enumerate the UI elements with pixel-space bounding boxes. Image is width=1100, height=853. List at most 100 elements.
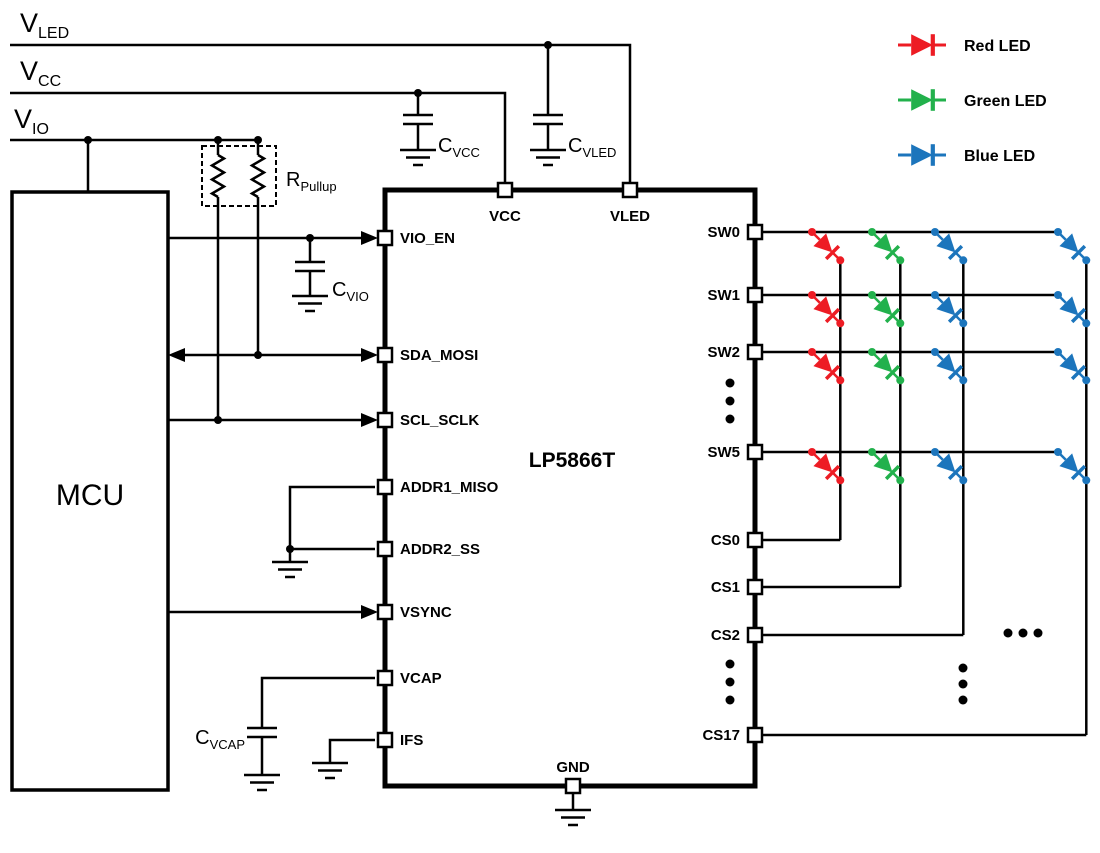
resistor-pullup-1 xyxy=(210,153,226,199)
pin-vled xyxy=(621,181,639,199)
arrow-vsync-icon xyxy=(361,605,378,619)
label-sw2: SW2 xyxy=(707,344,740,361)
pullup-network xyxy=(201,140,277,420)
led-matrix xyxy=(803,223,1096,705)
label-cs0: CS0 xyxy=(711,532,740,549)
legend-label-blue: Blue LED xyxy=(964,148,1035,165)
green-led-icon xyxy=(898,89,946,111)
chip-pin-squares xyxy=(376,181,764,795)
label-gnd: GND xyxy=(556,759,590,776)
cvled-ground-icon xyxy=(528,148,568,167)
label-cs1: CS1 xyxy=(711,579,740,596)
resistor-pullup-2 xyxy=(250,153,266,199)
arrow-sda-right-icon xyxy=(361,348,378,362)
led-green-r1 xyxy=(863,286,910,333)
led-green-r0 xyxy=(863,223,910,270)
led-blue2-r2 xyxy=(1049,343,1096,390)
led-blue-r0 xyxy=(926,223,973,270)
pin-sw1 xyxy=(746,286,764,304)
cvcc-label: CVCC xyxy=(438,135,480,160)
red-led-icon xyxy=(898,34,946,56)
pin-vcc xyxy=(496,181,514,199)
junction-dots xyxy=(84,41,552,553)
pin-addr2-ss xyxy=(376,540,394,558)
pin-cs2 xyxy=(746,626,764,644)
cvled-capacitor xyxy=(531,113,565,126)
led-blue2-r5 xyxy=(1049,443,1096,490)
blue-led-icon xyxy=(898,144,946,166)
pin-gnd xyxy=(564,777,582,795)
arrow-scl-icon xyxy=(361,413,378,427)
chip-left-pin-labels: VIO_EN SDA_MOSI SCL_SCLK ADDR1_MISO ADDR… xyxy=(400,230,499,749)
label-sw0: SW0 xyxy=(707,224,740,241)
wire-ifs xyxy=(328,738,375,763)
wire-vled xyxy=(10,43,632,183)
cvcap-ground-icon xyxy=(242,773,282,792)
pin-scl-sclk xyxy=(376,411,394,429)
chip-right-pin-labels: SW0 SW1 SW2 SW5 CS0 CS1 CS2 CS17 xyxy=(702,224,740,744)
chip-title: LP5866T xyxy=(529,449,616,472)
legend-label-green: Green LED xyxy=(964,93,1047,110)
led-blue-r5 xyxy=(926,443,973,490)
matrix-horizontal-ellipsis-icon xyxy=(1003,628,1043,638)
pin-cs1 xyxy=(746,578,764,596)
wire-addr xyxy=(288,485,375,562)
vcc-rail-label: VCC xyxy=(20,56,61,90)
cvled-label: CVLED xyxy=(568,135,616,160)
led-red-r5 xyxy=(803,443,850,490)
legend-label-red: Red LED xyxy=(964,38,1031,55)
chip-ground-icon xyxy=(553,808,593,827)
label-sw5: SW5 xyxy=(707,444,740,461)
component-labels: CVCC CVLED CVIO CVCAP RPullup xyxy=(195,135,616,752)
label-cs2: CS2 xyxy=(711,627,740,644)
label-ifs: IFS xyxy=(400,732,423,749)
legend-item-red: Red LED xyxy=(898,34,1031,56)
pin-vio-en xyxy=(376,229,394,247)
label-sda-mosi: SDA_MOSI xyxy=(400,347,478,364)
wire-vcc xyxy=(10,91,507,183)
vio-rail-label: VIO xyxy=(14,104,49,138)
pin-vcap xyxy=(376,669,394,687)
label-vcc: VCC xyxy=(489,208,521,225)
cvio-capacitor xyxy=(293,260,327,273)
mcu-label: MCU xyxy=(56,479,124,512)
led-matrix-wires xyxy=(762,230,1088,737)
rail-labels: VLED VCC VIO xyxy=(14,8,69,138)
pin-cs17 xyxy=(746,726,764,744)
cap-cvcc xyxy=(398,93,438,167)
led-red-r1 xyxy=(803,286,850,333)
ifs-ground-icon xyxy=(310,761,350,780)
led-blue-r1 xyxy=(926,286,973,333)
pin-sw2 xyxy=(746,343,764,361)
legend-item-blue: Blue LED xyxy=(898,144,1035,166)
pin-cs0 xyxy=(746,531,764,549)
wire-vcap xyxy=(260,676,375,775)
label-addr1-miso: ADDR1_MISO xyxy=(400,479,499,496)
pin-addr1-miso xyxy=(376,478,394,496)
cap-cvled xyxy=(528,45,568,167)
pin-ifs xyxy=(376,731,394,749)
label-addr2-ss: ADDR2_SS xyxy=(400,541,480,558)
led-blue2-r0 xyxy=(1049,223,1096,270)
led-red-r0 xyxy=(803,223,850,270)
matrix-vertical-ellipsis-icon xyxy=(958,663,968,705)
cvio-ground-icon xyxy=(290,294,330,313)
rpullup-label: RPullup xyxy=(286,169,337,194)
arrow-vio-en-icon xyxy=(361,231,378,245)
led-green-r5 xyxy=(863,443,910,490)
cs-ellipsis-icon xyxy=(725,659,735,705)
pullup-dashed-box xyxy=(201,145,277,207)
pin-sw5 xyxy=(746,443,764,461)
arrow-sda-left-icon xyxy=(168,348,185,362)
cvio-label: CVIO xyxy=(332,279,369,304)
led-blue2-r1 xyxy=(1049,286,1096,333)
led-green-r2 xyxy=(863,343,910,390)
vled-rail-label: VLED xyxy=(20,8,69,42)
led-red-r2 xyxy=(803,343,850,390)
label-scl-sclk: SCL_SCLK xyxy=(400,412,479,429)
cvcc-ground-icon xyxy=(398,148,438,167)
label-cs17: CS17 xyxy=(702,727,740,744)
pin-vsync xyxy=(376,603,394,621)
